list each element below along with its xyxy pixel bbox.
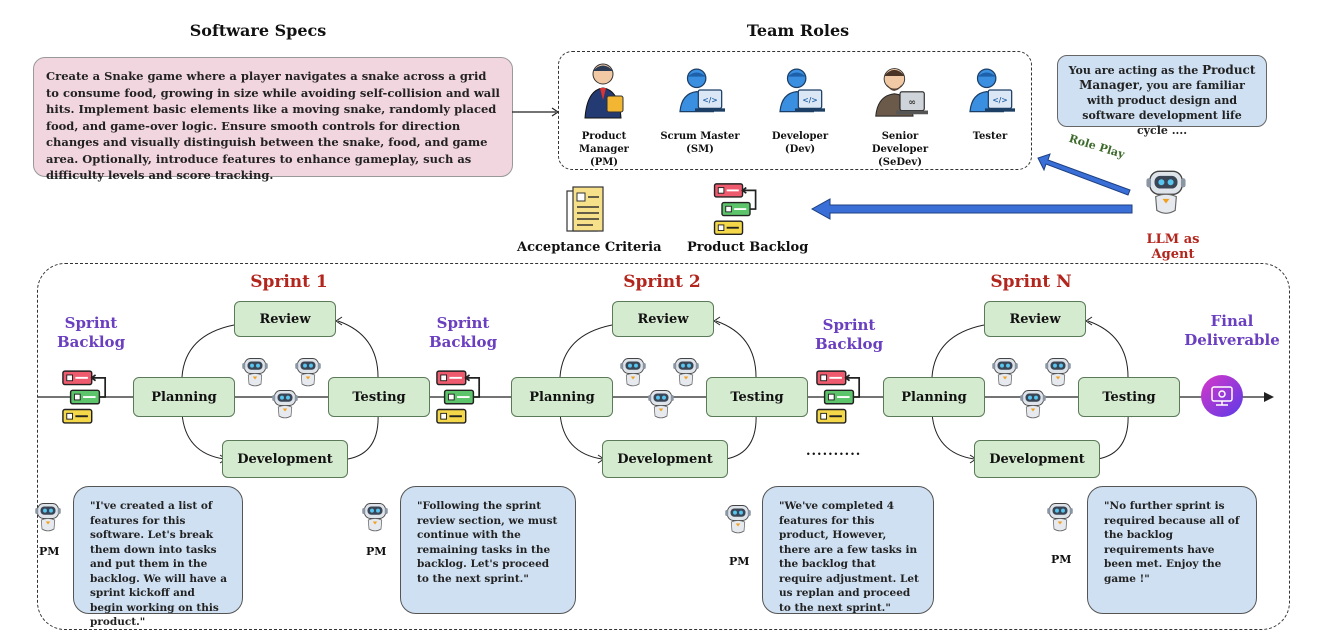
pm-label: PM bbox=[39, 545, 60, 558]
sprint-title-2: Sprint 2 bbox=[623, 272, 701, 292]
stage-planning-2: Planning bbox=[511, 377, 613, 417]
pm-label: PM bbox=[1051, 553, 1072, 566]
specs-to-team-arrow bbox=[512, 107, 560, 117]
pm-quote-2: "Following the sprint review section, we… bbox=[400, 486, 576, 614]
role-prompt-box: You are acting as the Product Manager, y… bbox=[1057, 55, 1267, 137]
stage-review-1: Review bbox=[234, 301, 336, 337]
sprint-backlog-icon-3 bbox=[815, 369, 863, 427]
role-abbr: (SeDev) bbox=[878, 157, 922, 168]
sprint-title-n: Sprint N bbox=[990, 272, 1072, 292]
team-roles-box: Product Manager (PM) Scrum Master (SM) Dev… bbox=[558, 51, 1032, 170]
pm-robot-icon bbox=[33, 500, 63, 534]
agent-robot-icon bbox=[990, 355, 1020, 389]
agent-robot-icon bbox=[646, 387, 676, 421]
role-abbr: (PM) bbox=[589, 157, 619, 168]
prompt-suffix: , you are familiar with product design a… bbox=[1082, 79, 1245, 137]
stage-planning-n: Planning bbox=[883, 377, 985, 417]
stage-testing-2: Testing bbox=[706, 377, 808, 417]
role-abbr: (SM) bbox=[686, 144, 714, 155]
software-specs-box: Create a Snake game where a player navig… bbox=[33, 57, 513, 182]
sprint-title-1: Sprint 1 bbox=[250, 272, 328, 292]
sprint-backlog-icon-1 bbox=[61, 369, 109, 427]
pm-label: PM bbox=[366, 545, 387, 558]
product-backlog-label: Product Backlog bbox=[687, 240, 809, 255]
prompt-prefix: You are acting as the bbox=[1068, 64, 1203, 77]
role-abbr: (Dev) bbox=[784, 144, 816, 155]
agent-robot-icon bbox=[1043, 355, 1073, 389]
stage-review-2: Review bbox=[612, 301, 714, 337]
role-senior-developer: ∞ Senior Developer (SeDev) bbox=[855, 60, 945, 169]
product-manager-icon bbox=[584, 63, 624, 119]
stage-development-1: Development bbox=[222, 440, 348, 478]
pm-quote-3: "We've completed 4 features for this pro… bbox=[762, 486, 934, 614]
stage-testing-1: Testing bbox=[328, 377, 430, 417]
agent-robot-icon bbox=[618, 355, 648, 389]
senior-developer-icon: ∞ bbox=[875, 68, 928, 117]
agent-robot-icon bbox=[240, 355, 270, 389]
pm-quote-4: "No further sprint is required because a… bbox=[1087, 486, 1257, 614]
developer-icon bbox=[775, 60, 825, 120]
pm-quote-1: "I've created a list of features for thi… bbox=[73, 486, 243, 628]
agent-to-backlog-arrow bbox=[810, 198, 1133, 220]
stage-development-n: Development bbox=[974, 440, 1100, 478]
role-name: Scrum Master bbox=[660, 131, 740, 142]
agent-robot-icon bbox=[270, 387, 300, 421]
tester-icon bbox=[965, 60, 1015, 120]
role-name: Senior Developer bbox=[871, 131, 929, 155]
acceptance-criteria-label: Acceptance Criteria bbox=[517, 240, 662, 255]
team-roles-title: Team Roles bbox=[746, 21, 850, 40]
role-tester: Tester bbox=[945, 60, 1035, 143]
pm-robot-icon bbox=[1045, 500, 1075, 534]
pm-robot-icon bbox=[360, 500, 390, 534]
role-name: Tester bbox=[972, 131, 1008, 142]
acceptance-criteria-icon bbox=[566, 186, 604, 232]
scrum-master-icon bbox=[675, 60, 725, 120]
stage-planning-1: Planning bbox=[133, 377, 235, 417]
product-backlog-icon bbox=[712, 182, 760, 238]
software-specs-title: Software Specs bbox=[189, 21, 327, 40]
agent-robot-icon bbox=[671, 355, 701, 389]
role-scrum-master: Scrum Master (SM) bbox=[655, 60, 745, 156]
role-name: Developer bbox=[771, 131, 829, 142]
svg-text:∞: ∞ bbox=[908, 97, 916, 108]
final-deliverable-icon bbox=[1201, 375, 1243, 417]
sprint-loop-container bbox=[37, 263, 1290, 630]
agent-robot-icon bbox=[293, 355, 323, 389]
agent-robot-icon bbox=[1018, 387, 1048, 421]
stage-testing-n: Testing bbox=[1078, 377, 1180, 417]
prompt-role: Product Manager bbox=[1079, 63, 1256, 92]
llm-agent-robot-icon bbox=[1143, 166, 1189, 218]
pm-label: PM bbox=[729, 555, 750, 568]
stage-review-n: Review bbox=[984, 301, 1086, 337]
sprint-backlog-icon-2 bbox=[435, 369, 483, 427]
role-name: Product Manager bbox=[579, 131, 629, 155]
role-product-manager: Product Manager (PM) bbox=[559, 60, 649, 169]
llm-agent-label: LLM as Agent bbox=[1146, 232, 1200, 262]
role-play-arrow bbox=[1037, 153, 1131, 196]
stage-development-2: Development bbox=[602, 440, 728, 478]
pm-robot-icon bbox=[723, 502, 753, 536]
role-developer: Developer (Dev) bbox=[755, 60, 845, 156]
ellipsis: .......... bbox=[806, 444, 862, 459]
sprint-cycle-arrows-2 bbox=[559, 316, 761, 464]
